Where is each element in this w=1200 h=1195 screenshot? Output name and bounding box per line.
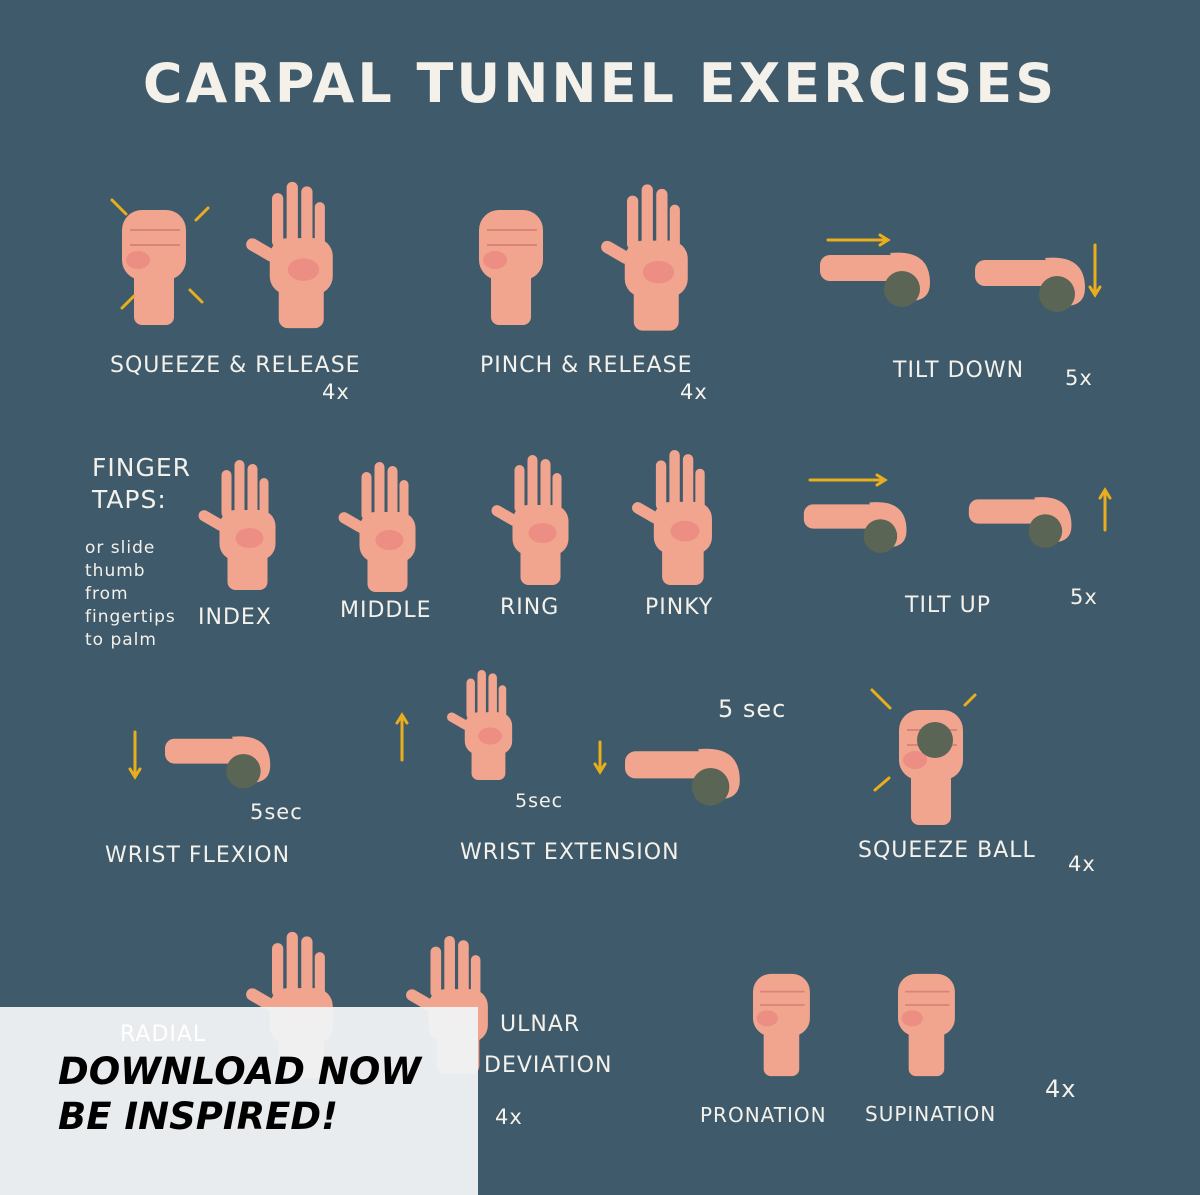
finger-taps-note: or slide thumb from fingertips to palm xyxy=(85,538,176,650)
arrow-right-icon xyxy=(826,233,891,247)
finger-ring-label: RING xyxy=(500,595,560,620)
squeeze-release-count: 4x xyxy=(322,380,350,404)
pinch-release-count: 4x xyxy=(680,380,708,404)
tilt-down-count: 5x xyxy=(1065,366,1093,390)
arrow-diagonal-icon xyxy=(194,206,210,222)
banner-line-2: BE INSPIRED! xyxy=(58,1095,338,1138)
finger-pinky-label: PINKY xyxy=(645,595,714,620)
arrow-diagonal-icon xyxy=(120,294,136,310)
pronation-label: PRONATION xyxy=(700,1103,827,1127)
ulnar-deviation-count: 4x xyxy=(495,1105,523,1129)
arrow-diagonal-icon xyxy=(188,288,204,304)
supination-label: SUPINATION xyxy=(865,1102,997,1126)
arrow-diagonal-icon xyxy=(873,776,891,792)
pinch-release-label: PINCH & RELEASE xyxy=(480,353,693,378)
arrow-down-icon xyxy=(128,730,142,780)
arrow-right-icon xyxy=(808,473,888,487)
wrist-extension-duration-b: 5 sec xyxy=(718,695,787,723)
squeeze-ball-label: SQUEEZE BALL xyxy=(858,838,1036,863)
wrist-flexion-label: WRIST FLEXION xyxy=(105,843,291,868)
squeeze-release-label: SQUEEZE & RELEASE xyxy=(110,353,361,378)
arrow-diagonal-icon xyxy=(963,693,977,707)
tilt-up-count: 5x xyxy=(1070,585,1098,609)
arrow-diagonal-icon xyxy=(110,198,128,216)
tilt-down-label: TILT DOWN xyxy=(893,358,1025,383)
finger-index-label: INDEX xyxy=(198,605,272,630)
finger-taps-label: FINGER TAPS: xyxy=(92,453,191,514)
page-title: CARPAL TUNNEL EXERCISES xyxy=(142,52,1058,115)
arrow-up-icon xyxy=(1098,487,1112,532)
squeeze-ball-count: 4x xyxy=(1068,852,1096,876)
wrist-flexion-duration: 5sec xyxy=(250,800,303,824)
arrow-down-icon xyxy=(593,740,607,775)
arrow-up-icon xyxy=(395,712,409,762)
ulnar-deviation-label-b: DEVIATION xyxy=(484,1053,613,1078)
arrow-down-icon xyxy=(1088,243,1102,298)
arrow-diagonal-icon xyxy=(870,688,892,710)
download-banner[interactable] xyxy=(0,1007,478,1195)
banner-line-1[interactable]: DOWNLOAD NOW xyxy=(58,1050,422,1093)
ulnar-deviation-label-a: ULNAR xyxy=(500,1012,581,1037)
tilt-up-label: TILT UP xyxy=(905,593,991,618)
wrist-extension-duration-a: 5sec xyxy=(515,790,564,812)
finger-middle-label: MIDDLE xyxy=(340,598,432,623)
wrist-extension-label: WRIST EXTENSION xyxy=(460,840,680,865)
supination-count: 4x xyxy=(1045,1075,1077,1103)
radial-deviation-label: RADIAL xyxy=(120,1022,207,1047)
squeeze-ball-hand-illustration xyxy=(898,709,964,826)
